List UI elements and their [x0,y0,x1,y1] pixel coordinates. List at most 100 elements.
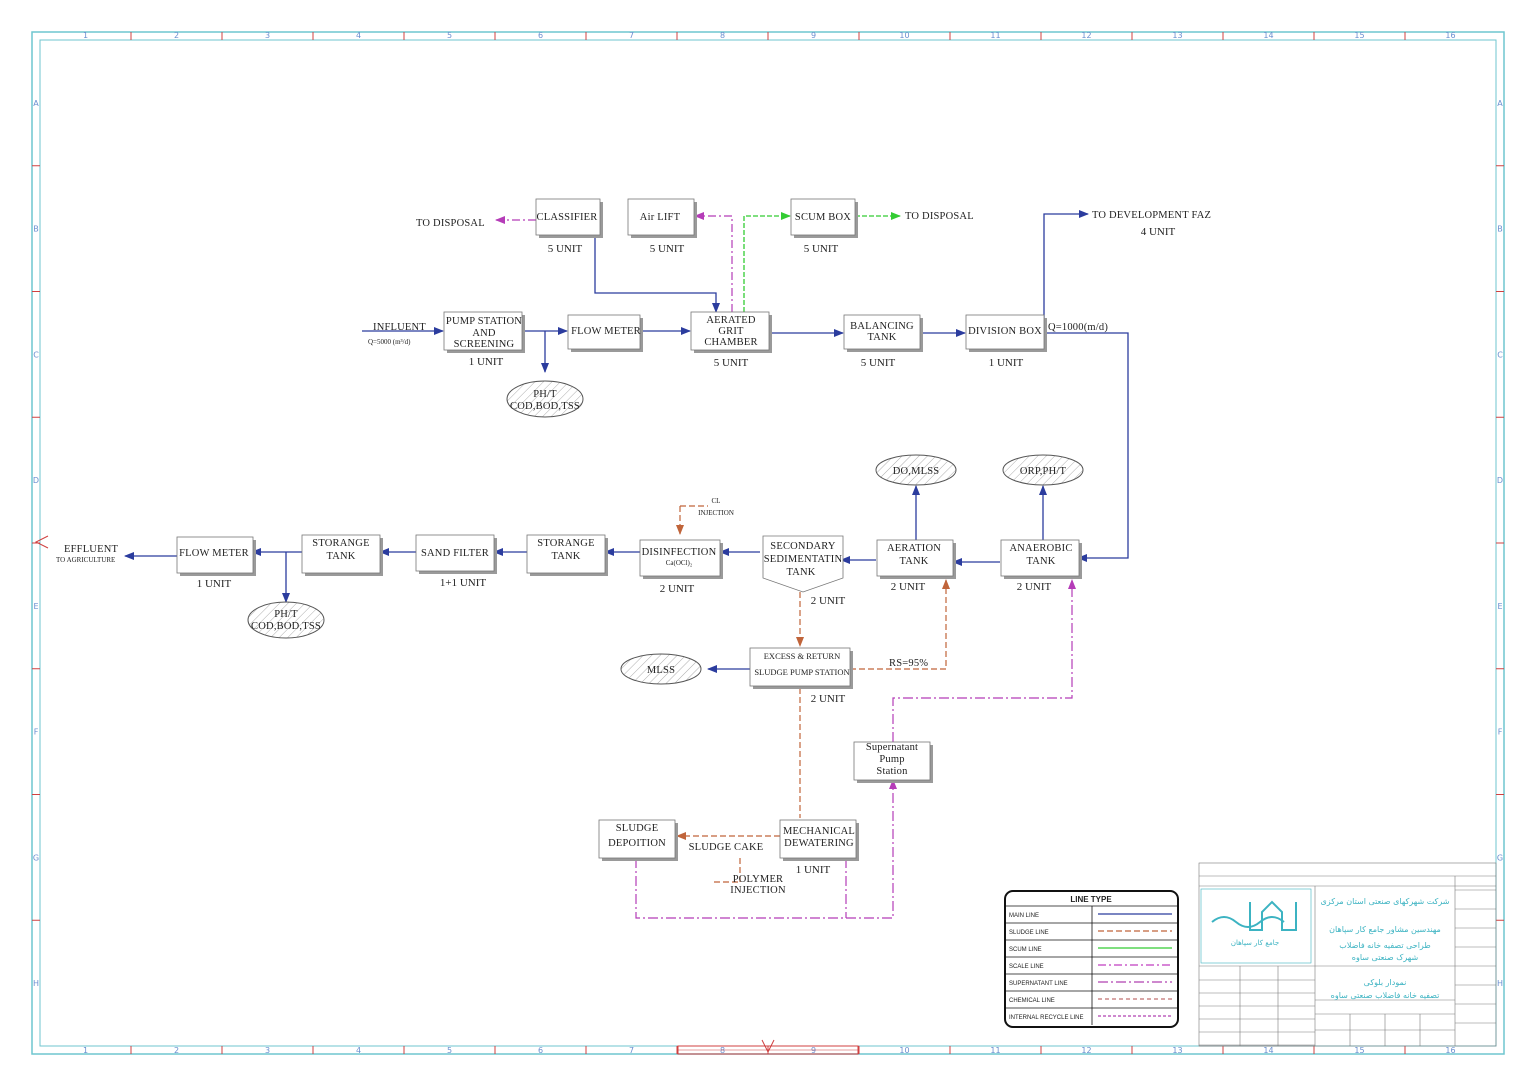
grid-col-label-top: 6 [538,31,543,40]
grid-row-label-right: A [1497,99,1503,108]
balancing-label-1: BALANCING [850,321,914,332]
project-line-1: طراحی تصفیه خانه فاضلاب [1339,941,1430,950]
aeration-unit: 2 UNIT [891,581,926,593]
supernatant-box [853,741,933,783]
flow-meter-top-box [567,314,643,352]
grid-col-label-bottom: 12 [1081,1046,1091,1055]
flow-meter-bottom-unit: 1 UNIT [197,578,232,590]
aeration-label-1: AERATION [887,543,941,554]
grid-row-label-left: F [34,728,39,737]
air-lift-unit: 5 UNIT [650,243,685,255]
grid-row-label-right: D [1497,476,1503,485]
grid-col-label-top: 16 [1445,31,1455,40]
sand-filter-box [415,534,497,574]
grid-col-label-top: 11 [990,31,1000,40]
storage-2-box [301,534,383,576]
grid-row-label-right: C [1497,350,1503,359]
deposition-to-supernatant-line [635,779,897,919]
storage-1-box [526,534,608,576]
scum-box [790,198,858,238]
disinfection-label: DISINFECTION [642,547,717,558]
classifier-label: CLASSIFIER [537,212,598,223]
grid-col-label-bottom: 13 [1172,1046,1182,1055]
grid-col-label-bottom: 16 [1445,1046,1455,1055]
mechanical-label-2: DEWATERING [784,838,854,849]
ph-bottom-label-2: COD,BOD,TSS [251,621,321,632]
grid-col-label-top: 8 [720,31,725,40]
excess-label-1: EXCESS & RETURN [764,651,841,661]
supernatant-label-3: Station [876,766,908,777]
return-sludge-line [850,579,950,670]
division-unit: 1 UNIT [989,357,1024,369]
grit-label-2: GRIT [718,326,744,337]
supernatant-label-1: Supernatant [866,742,918,753]
logo-text: جامع کار سپاهان [1231,939,1279,947]
grid-col-label-bottom: 11 [990,1046,1000,1055]
aeration-box [876,539,956,579]
to-disposal-right-label: TO DISPOSAL [905,211,974,222]
grid-col-label-bottom: 14 [1263,1046,1273,1055]
grid-col-label-top: 15 [1354,31,1364,40]
pump-station-label-3: SCREENING [454,339,515,350]
ph-top-label-1: PH/T [533,389,557,400]
aeration-label-2: TANK [899,556,928,567]
balancing-box [843,314,923,352]
disinfection-unit: 2 UNIT [660,583,695,595]
grit-chamber-box [690,311,772,353]
grid-col-label-top: 14 [1263,31,1273,40]
grid-col-label-bottom: 5 [447,1046,452,1055]
mechanical-box [779,819,859,861]
cl-label-1: CL [712,497,721,505]
mlss-ellipse [620,653,702,685]
secondary-label-1: SECONDARY [770,541,836,552]
mechanical-label-1: MECHANICAL [783,826,855,837]
sludge-lines [676,505,950,883]
legend-item-label: SCUM LINE [1009,947,1042,953]
sludge-depoition-label-2: DEPOITION [608,838,666,849]
secondary-label-2: SEDIMENTATIN [764,554,843,565]
legend-title: LINE TYPE [1070,895,1112,904]
sludge-depoition-label-1: SLUDGE [616,823,659,834]
scum-lines [743,212,901,312]
grid-row-label-right: H [1497,979,1503,988]
air-lift-box [627,198,697,238]
excess-return-box [749,647,853,689]
title-block [1198,862,1497,1047]
division-to-development-line [1043,210,1089,318]
mlss-label: MLSS [647,665,675,676]
drawing-line-1: نمودار بلوکی [1364,978,1407,987]
supernatant-lines [635,579,1076,919]
grid-row-label-right: E [1497,602,1502,611]
grid-col-label-bottom: 15 [1354,1046,1364,1055]
grid-col-label-bottom: 6 [538,1046,543,1055]
excess-label-2: SLUDGE PUMP STATION [754,667,849,677]
grid-row-label-left: H [33,979,39,988]
mechanical-unit: 1 UNIT [796,864,831,876]
division-label: DIVISION BOX [968,326,1042,337]
flow-meter-bottom-label: FLOW METER [179,548,249,559]
disinfection-box [639,539,723,579]
main-lines [124,210,1129,673]
sludge-cake-label: SLUDGE CAKE [689,842,764,853]
division-to-anaerobic-line [1044,332,1129,562]
anaerobic-unit: 2 UNIT [1017,581,1052,593]
grit-lines [495,212,733,312]
legend-item-label: SUPERNATANT LINE [1009,981,1068,987]
analysis-ellipses [247,380,1084,685]
diagram-text: INFLUENT Q=5000 (m³/d) PUMP STATION AND … [56,210,1211,896]
sand-filter-label: SAND FILTER [421,548,489,559]
secondary-sedimentation-shape [762,535,844,593]
scum-unit: 5 UNIT [804,243,839,255]
orp-ph-ellipse [1002,454,1084,486]
grid-col-label-top: 2 [174,31,179,40]
pump-station-unit: 1 UNIT [469,356,504,368]
effluent-sub-label: TO AGRICULTURE [56,556,115,564]
pump-station-box [443,311,525,353]
storage-1-label-1: STORANGE [537,538,594,549]
classifier-unit: 5 UNIT [548,243,583,255]
do-mlss-label: DO,MLSS [893,466,940,477]
secondary-unit: 2 UNIT [811,595,846,607]
legend-item-label: INTERNAL RECYCLE LINE [1009,1015,1083,1021]
